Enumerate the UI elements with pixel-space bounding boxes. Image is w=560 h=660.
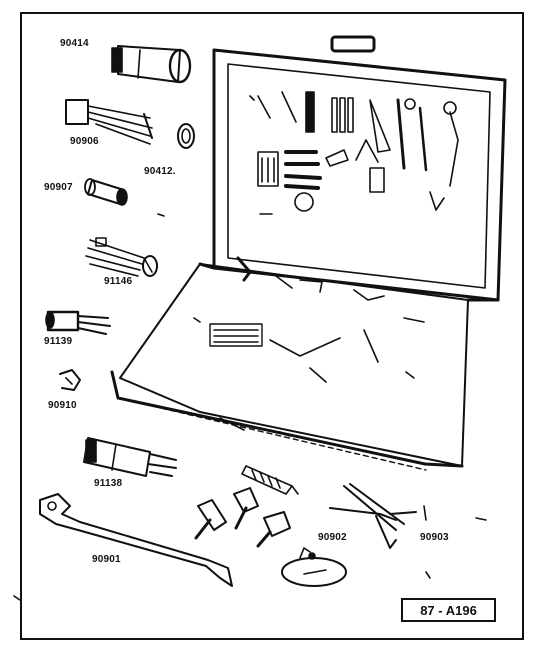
tool-90414 [111, 45, 192, 84]
base-tools [193, 256, 425, 437]
tool-90906 [65, 99, 153, 145]
label-90412: 90412. [144, 166, 176, 177]
label-90907: 90907 [44, 182, 73, 193]
label-91146: 91146 [104, 276, 133, 287]
tool-90907 [84, 178, 165, 217]
bolts-and-springs [194, 465, 347, 587]
label-90902: 90902 [318, 532, 347, 543]
label-90903: 90903 [420, 532, 449, 543]
label-90901: 90901 [92, 554, 121, 565]
tool-91146 [85, 237, 158, 277]
tool-90902-90903 [329, 483, 487, 579]
lid-tools [249, 91, 459, 215]
label-91139: 91139 [44, 336, 73, 347]
figure-reference-code: 87 - A196 [401, 598, 496, 622]
label-91138: 91138 [94, 478, 123, 489]
tool-90901 [13, 493, 233, 601]
tool-91138 [83, 437, 177, 477]
tool-91139 [45, 310, 111, 335]
tool-90412 [177, 123, 195, 149]
label-90906: 90906 [70, 136, 99, 147]
tool-case [110, 35, 507, 471]
label-90910: 90910 [48, 400, 77, 411]
tool-90910 [59, 369, 81, 391]
label-90414: 90414 [60, 38, 89, 49]
